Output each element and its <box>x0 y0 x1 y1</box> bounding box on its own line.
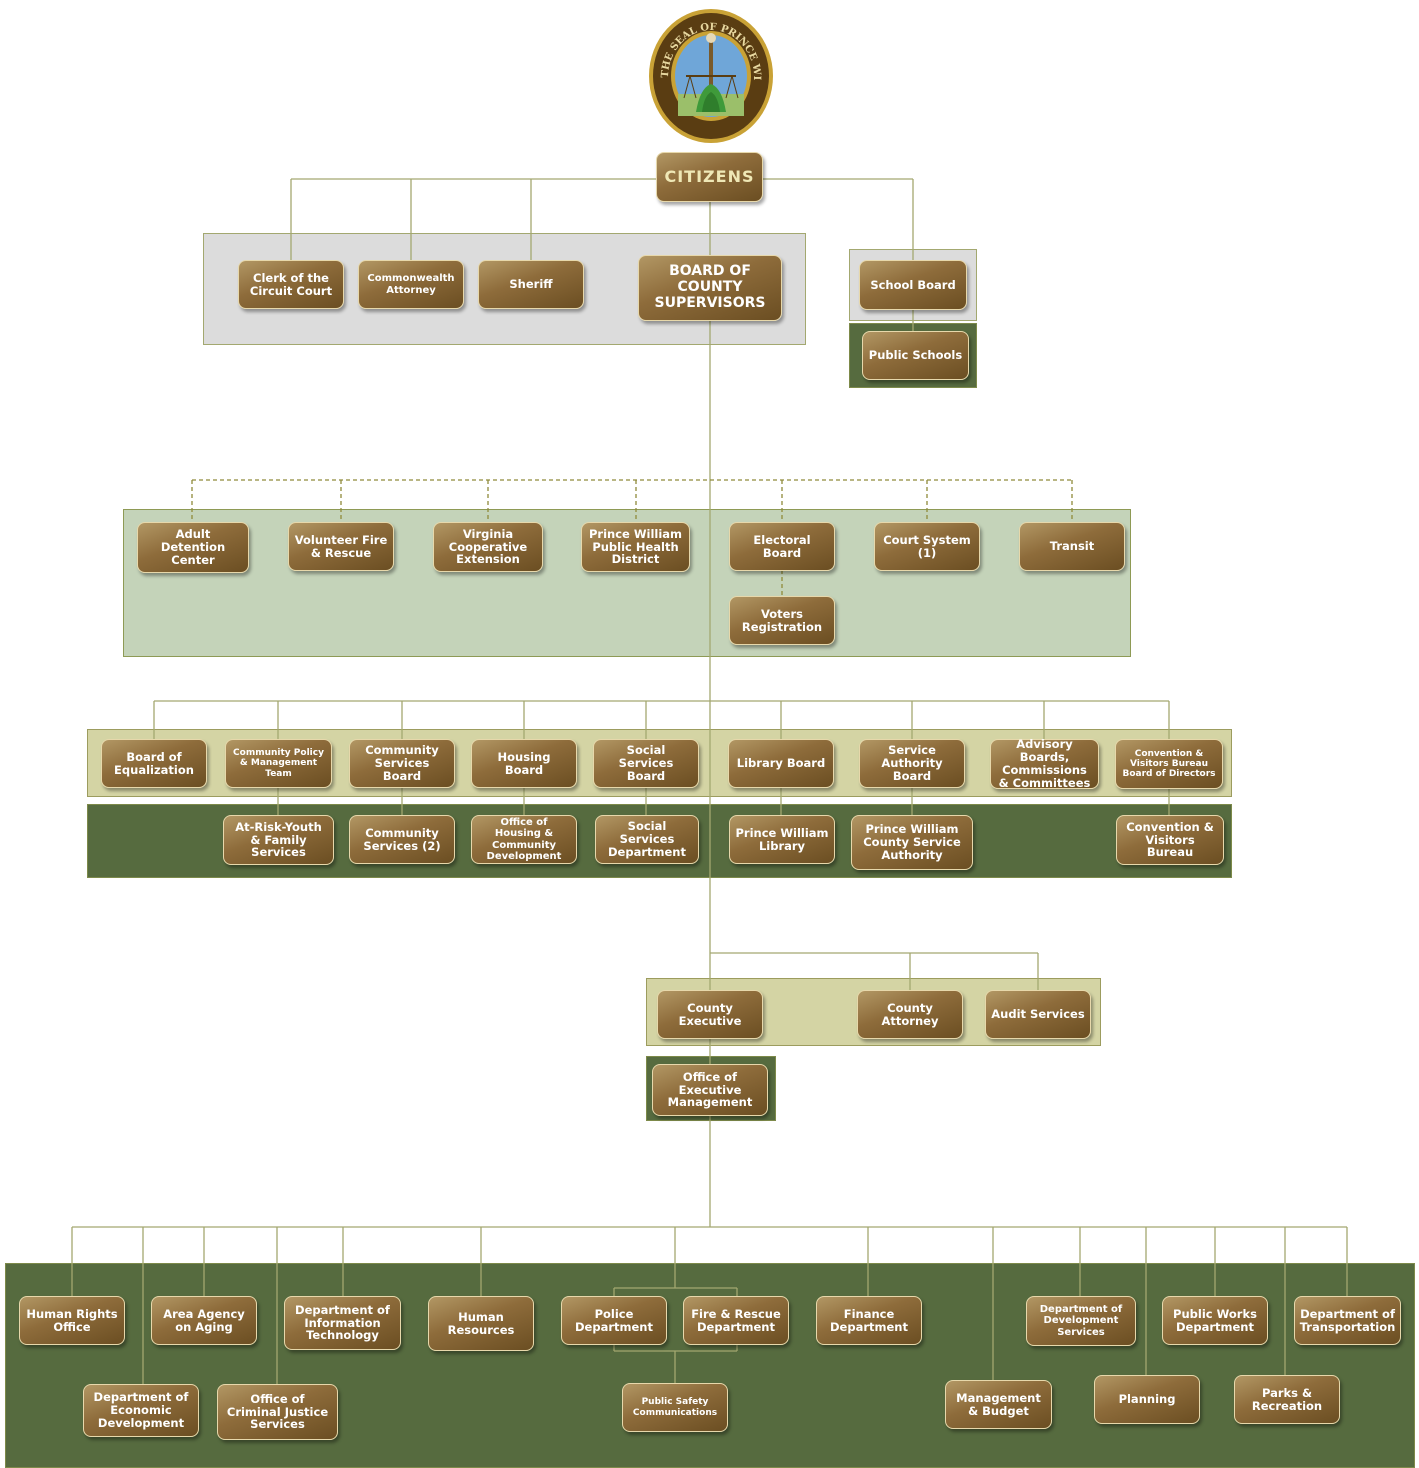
board-of-equalization-box[interactable]: Board of Equalization <box>101 739 207 788</box>
adult-detention-center-box[interactable]: Adult Detention Center <box>137 522 249 573</box>
sheriff-box[interactable]: Sheriff <box>478 260 584 309</box>
voters-registration-box[interactable]: Voters Registration <box>729 596 835 645</box>
community-policy-management-team-box[interactable]: Community Policy & Management Team <box>225 739 332 788</box>
finance-department-box[interactable]: Finance Department <box>816 1296 922 1345</box>
planning-box[interactable]: Planning <box>1094 1375 1200 1424</box>
county-seal-icon: THE SEAL OF PRINCE WILLIAM COUNTY VA <box>648 8 773 143</box>
department-of-information-technology-box[interactable]: Department of Information Technology <box>284 1296 401 1350</box>
advisory-boards-box[interactable]: Advisory Boards, Commissions & Committee… <box>990 738 1099 789</box>
department-of-development-services-box[interactable]: Department of Development Services <box>1026 1296 1136 1346</box>
public-works-department-box[interactable]: Public Works Department <box>1162 1296 1268 1345</box>
electoral-board-box[interactable]: Electoral Board <box>729 522 835 571</box>
library-board-box[interactable]: Library Board <box>728 739 834 788</box>
virginia-cooperative-extension-box[interactable]: Virginia Cooperative Extension <box>433 522 543 572</box>
board-of-county-supervisors-box[interactable]: BOARD OF COUNTY SUPERVISORS <box>638 255 782 321</box>
clerk-circuit-court-box[interactable]: Clerk of the Circuit Court <box>238 260 344 309</box>
school-board-box[interactable]: School Board <box>859 260 967 310</box>
convention-visitors-bureau-box[interactable]: Convention & Visitors Bureau <box>1116 815 1224 865</box>
pw-county-service-authority-box[interactable]: Prince William County Service Authority <box>851 815 973 870</box>
at-risk-youth-family-services-box[interactable]: At-Risk-Youth & Family Services <box>223 815 334 865</box>
service-authority-board-box[interactable]: Service Authority Board <box>859 739 965 788</box>
social-services-department-box[interactable]: Social Services Department <box>595 815 699 864</box>
audit-services-box[interactable]: Audit Services <box>985 990 1091 1039</box>
office-of-housing-box[interactable]: Office of Housing & Community Developmen… <box>471 815 577 864</box>
court-system-box[interactable]: Court System (1) <box>874 522 980 571</box>
fire-rescue-department-box[interactable]: Fire & Rescue Department <box>683 1296 789 1345</box>
department-of-economic-development-box[interactable]: Department of Economic Development <box>83 1384 199 1437</box>
department-of-transportation-box[interactable]: Department of Transportation <box>1294 1296 1401 1345</box>
area-agency-on-aging-box[interactable]: Area Agency on Aging <box>151 1296 257 1345</box>
county-executive-box[interactable]: County Executive <box>657 990 763 1039</box>
social-services-board-box[interactable]: Social Services Board <box>593 739 699 788</box>
management-budget-box[interactable]: Management & Budget <box>945 1380 1052 1429</box>
county-attorney-box[interactable]: County Attorney <box>857 990 963 1039</box>
police-department-box[interactable]: Police Department <box>561 1296 667 1345</box>
human-rights-office-box[interactable]: Human Rights Office <box>19 1296 125 1345</box>
citizens-box[interactable]: CITIZENS <box>656 152 763 202</box>
cvb-board-of-directors-box[interactable]: Convention & Visitors Bureau Board of Di… <box>1115 739 1223 789</box>
public-safety-communications-box[interactable]: Public Safety Communications <box>622 1383 728 1432</box>
housing-board-box[interactable]: Housing Board <box>471 739 577 788</box>
prince-william-library-box[interactable]: Prince William Library <box>729 815 835 864</box>
parks-recreation-box[interactable]: Parks & Recreation <box>1234 1375 1340 1424</box>
public-schools-box[interactable]: Public Schools <box>862 331 969 380</box>
transit-box[interactable]: Transit <box>1019 522 1125 571</box>
office-of-executive-management-box[interactable]: Office of Executive Management <box>652 1064 768 1116</box>
human-resources-box[interactable]: Human Resources <box>428 1296 534 1351</box>
office-of-criminal-justice-services-box[interactable]: Office of Criminal Justice Services <box>217 1384 338 1440</box>
community-services-board-box[interactable]: Community Services Board <box>349 739 455 788</box>
volunteer-fire-rescue-box[interactable]: Volunteer Fire & Rescue <box>288 522 394 571</box>
public-health-district-box[interactable]: Prince William Public Health District <box>581 522 690 572</box>
commonwealth-attorney-box[interactable]: Commonwealth Attorney <box>358 260 464 309</box>
community-services-box[interactable]: Community Services (2) <box>349 815 455 864</box>
